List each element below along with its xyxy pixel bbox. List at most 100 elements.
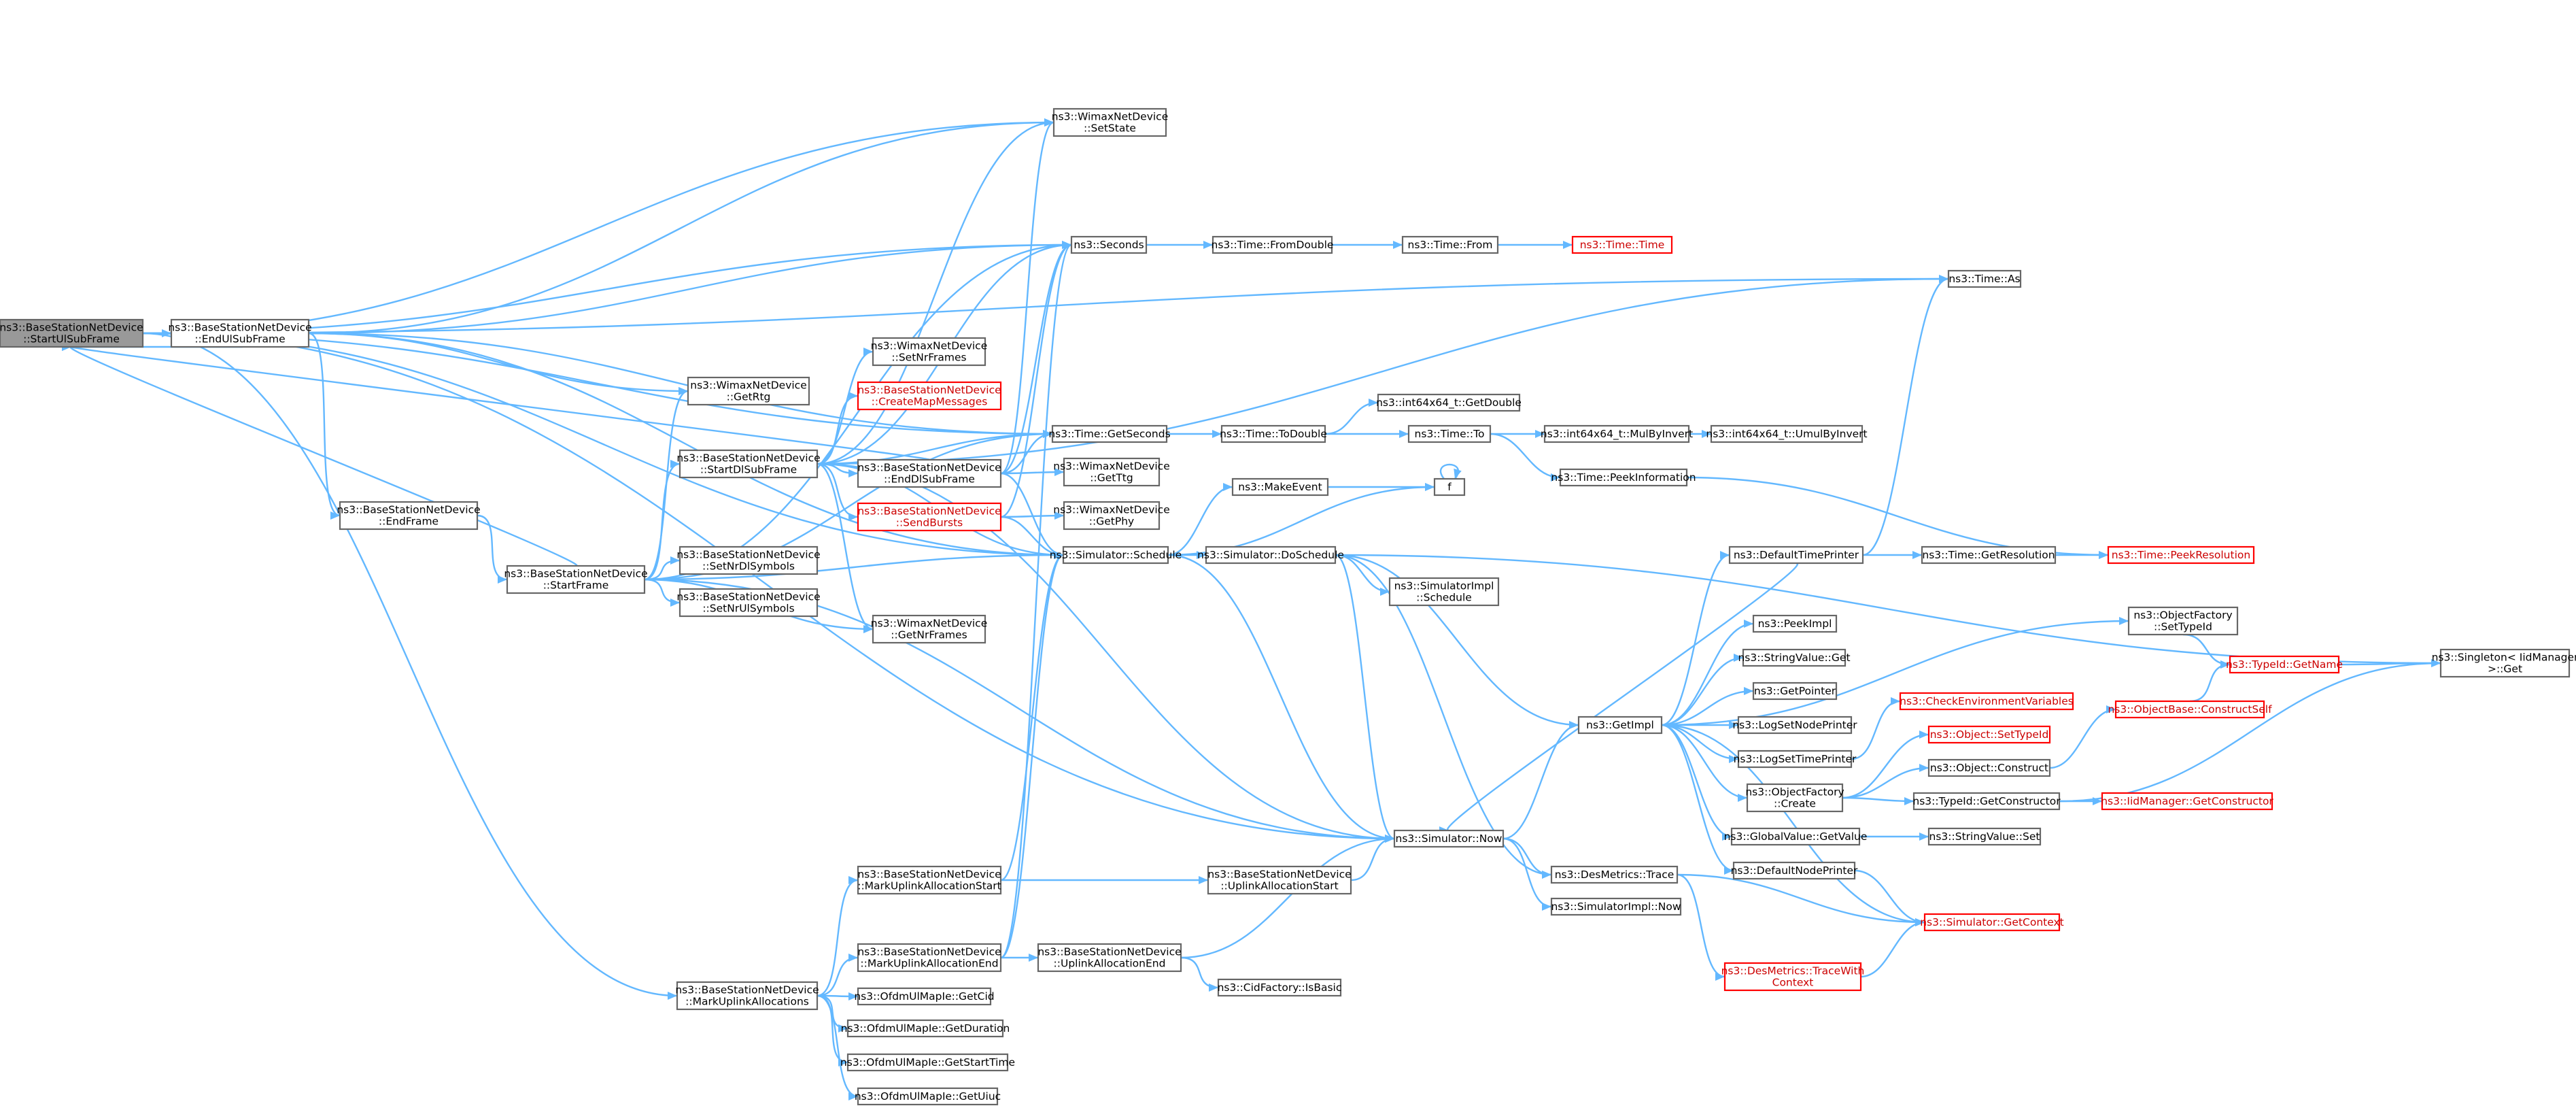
node-end-frame-label-1[interactable]: ::EndFrame [379, 516, 439, 528]
node-get-pointer[interactable]: ns3::GetPointer [1752, 682, 1838, 701]
node-check-env-vars-label-0[interactable]: ns3::CheckEnvironmentVariables [1900, 695, 2074, 707]
node-default-node-printer-label-0[interactable]: ns3::DefaultNodePrinter [1731, 864, 1858, 877]
node-set-nr-frames[interactable]: ns3::WimaxNetDevice::SetNrFrames [871, 337, 987, 367]
node-get-phy-box[interactable] [1063, 501, 1161, 531]
node-simulator-now-box[interactable] [1393, 829, 1505, 848]
node-start-frame-label-1[interactable]: ::StartFrame [543, 579, 609, 592]
node-set-nr-dl-symbols-label-0[interactable]: ns3::BaseStationNetDevice [676, 549, 820, 561]
node-create-map-messages-label-0[interactable]: ns3::BaseStationNetDevice [857, 384, 1001, 397]
node-set-nr-ul-symbols[interactable]: ns3::BaseStationNetDevice::SetNrUlSymbol… [676, 588, 821, 618]
node-simulator-impl-schedule[interactable]: ns3::SimulatorImpl::Schedule [1388, 577, 1500, 607]
node-seconds[interactable]: ns3::Seconds [1070, 235, 1148, 254]
node-peek-impl-box[interactable] [1752, 614, 1838, 633]
node-get-duration-label-0[interactable]: ns3::OfdmUlMapIe::GetDuration [841, 1022, 1010, 1035]
node-uplink-alloc-start-label-0[interactable]: ns3::BaseStationNetDevice [1207, 869, 1351, 881]
node-get-uiuc[interactable]: ns3::OfdmUlMapIe::GetUiuc [855, 1087, 1001, 1106]
node-log-set-time-printer-label-0[interactable]: ns3::LogSetTimePrinter [1734, 753, 1857, 765]
node-mark-uplink-allocations[interactable]: ns3::BaseStationNetDevice::MarkUplinkAll… [675, 981, 819, 1011]
node-start-ul-subframe[interactable]: ns3::BaseStationNetDevice::StartUlSubFra… [0, 318, 144, 348]
node-uplink-alloc-end[interactable]: ns3::BaseStationNetDevice::UplinkAllocat… [1037, 943, 1182, 973]
node-start-ul-subframe-label-1[interactable]: ::StartUlSubFrame [23, 333, 120, 346]
node-mark-uplink-alloc-end[interactable]: ns3::BaseStationNetDevice::MarkUplinkAll… [857, 943, 1002, 973]
node-object-set-type-id-box[interactable] [1927, 725, 2051, 744]
node-simulator-impl-now-box[interactable] [1550, 897, 1682, 916]
node-start-frame-label-0[interactable]: ns3::BaseStationNetDevice [504, 568, 647, 580]
node-object-factory-set-type-id-box[interactable] [2127, 606, 2239, 636]
node-mark-uplink-alloc-start-label-0[interactable]: ns3::BaseStationNetDevice [857, 869, 1001, 881]
node-mark-uplink-alloc-start[interactable]: ns3::BaseStationNetDevice::MarkUplinkAll… [857, 865, 1002, 895]
node-end-frame-box[interactable] [339, 501, 479, 531]
node-mark-uplink-alloc-end-label-1[interactable]: ::MarkUplinkAllocationEnd [860, 958, 998, 970]
node-simulator-do-schedule-label-0[interactable]: ns3::Simulator::DoSchedule [1197, 549, 1344, 561]
node-time-get-resolution[interactable]: ns3::Time::GetResolution [1921, 545, 2057, 565]
node-start-ul-subframe-box[interactable] [0, 318, 144, 348]
node-set-state-label-1[interactable]: ::SetState [1084, 122, 1136, 135]
node-start-frame-box[interactable] [506, 565, 646, 594]
node-global-value-get-value-label-0[interactable]: ns3::GlobalValue::GetValue [1724, 830, 1868, 843]
node-int64-mul-by-invert-label-0[interactable]: ns3::int64x64_t::MulByInvert [1541, 428, 1693, 441]
node-time-as-label-0[interactable]: ns3::Time::As [1948, 273, 2020, 285]
node-set-nr-dl-symbols-box[interactable] [679, 545, 819, 575]
node-get-cid-box[interactable] [857, 987, 992, 1006]
node-object-construct[interactable]: ns3::Object::Construct [1927, 758, 2051, 777]
node-time-time[interactable]: ns3::Time::Time [1571, 235, 1673, 254]
node-time-to-label-0[interactable]: ns3::Time::To [1415, 428, 1485, 440]
node-des-metrics-trace-with-context-label-1[interactable]: Context [1772, 977, 1814, 989]
node-mark-uplink-alloc-end-box[interactable] [857, 943, 1002, 973]
node-string-value-get-box[interactable] [1742, 648, 1847, 667]
node-end-ul-subframe[interactable]: ns3::BaseStationNetDevice::EndUlSubFrame [168, 318, 312, 348]
node-make-event-box[interactable] [1231, 477, 1329, 497]
node-set-nr-frames-label-0[interactable]: ns3::WimaxNetDevice [871, 340, 987, 352]
node-log-set-node-printer-label-0[interactable]: ns3::LogSetNodePrinter [1732, 719, 1857, 731]
node-time-as-box[interactable] [1947, 269, 2022, 288]
node-default-node-printer-box[interactable] [1732, 861, 1856, 880]
node-type-id-get-name-label-0[interactable]: ns3::TypeId::GetName [2226, 658, 2343, 671]
node-mark-uplink-alloc-start-label-1[interactable]: ::MarkUplinkAllocationStart [857, 880, 1001, 892]
node-end-ul-subframe-label-0[interactable]: ns3::BaseStationNetDevice [168, 322, 311, 334]
node-int64-mul-by-invert[interactable]: ns3::int64x64_t::MulByInvert [1541, 424, 1693, 443]
node-get-start-time[interactable]: ns3::OfdmUlMapIe::GetStartTime [840, 1053, 1015, 1072]
node-des-metrics-trace-box[interactable] [1550, 865, 1679, 884]
node-type-id-get-constructor-box[interactable] [1912, 792, 2061, 811]
node-end-ul-subframe-label-1[interactable]: ::EndUlSubFrame [194, 333, 285, 346]
node-time-from-box[interactable] [1401, 235, 1499, 254]
node-object-factory-set-type-id-label-1[interactable]: ::SetTypeId [2154, 621, 2212, 633]
node-global-value-get-value-box[interactable] [1730, 827, 1861, 846]
node-end-dl-subframe-label-0[interactable]: ns3::BaseStationNetDevice [857, 462, 1001, 474]
node-get-nr-frames[interactable]: ns3::WimaxNetDevice::GetNrFrames [871, 614, 987, 644]
node-int64-get-double-box[interactable] [1377, 393, 1521, 412]
node-object-base-construct-self[interactable]: ns3::ObjectBase::ConstructSelf [2108, 700, 2272, 719]
node-simulator-get-context-box[interactable] [1923, 913, 2061, 932]
node-string-value-get[interactable]: ns3::StringValue::Get [1738, 648, 1851, 667]
node-get-cid[interactable]: ns3::OfdmUlMapIe::GetCid [854, 987, 995, 1006]
node-get-start-time-box[interactable] [846, 1053, 1009, 1072]
node-type-id-get-name[interactable]: ns3::TypeId::GetName [2226, 655, 2343, 674]
node-uplink-alloc-end-box[interactable] [1037, 943, 1182, 973]
node-simulator-impl-schedule-box[interactable] [1388, 577, 1500, 607]
node-get-ttg[interactable]: ns3::WimaxNetDevice::GetTtg [1053, 457, 1170, 487]
node-cid-factory-is-basic-box[interactable] [1217, 978, 1342, 997]
node-set-state-box[interactable] [1052, 107, 1167, 137]
node-get-rtg-box[interactable] [687, 376, 810, 406]
node-simulator-do-schedule-box[interactable] [1205, 545, 1337, 565]
node-time-peek-information[interactable]: ns3::Time::PeekInformation [1551, 468, 1696, 487]
node-time-from-label-0[interactable]: ns3::Time::From [1408, 239, 1493, 251]
node-simulator-impl-now-label-0[interactable]: ns3::SimulatorImpl::Now [1551, 901, 1681, 913]
node-time-peek-resolution[interactable]: ns3::Time::PeekResolution [2107, 545, 2255, 565]
node-f-label-0[interactable]: f [1447, 481, 1452, 493]
node-end-frame-label-0[interactable]: ns3::BaseStationNetDevice [337, 504, 480, 516]
node-log-set-node-printer[interactable]: ns3::LogSetNodePrinter [1732, 716, 1857, 735]
node-send-bursts[interactable]: ns3::BaseStationNetDevice::SendBursts [857, 502, 1002, 532]
node-get-seconds[interactable]: ns3::Time::GetSeconds [1048, 424, 1171, 443]
node-time-time-label-0[interactable]: ns3::Time::Time [1580, 239, 1665, 251]
node-singleton-get-label-0[interactable]: ns3::Singleton< IidManager [2432, 652, 2576, 664]
node-time-to-double-label-0[interactable]: ns3::Time::ToDouble [1220, 428, 1327, 440]
node-object-construct-label-0[interactable]: ns3::Object::Construct [1930, 762, 2048, 774]
node-object-factory-create-label-1[interactable]: ::Create [1774, 798, 1816, 810]
node-simulator-schedule-box[interactable] [1062, 545, 1169, 565]
node-uplink-alloc-start-box[interactable] [1207, 865, 1352, 895]
node-int64-umul-by-invert-box[interactable] [1710, 424, 1864, 443]
node-default-time-printer[interactable]: ns3::DefaultTimePrinter [1728, 545, 1864, 565]
node-simulator-do-schedule[interactable]: ns3::Simulator::DoSchedule [1197, 545, 1344, 565]
